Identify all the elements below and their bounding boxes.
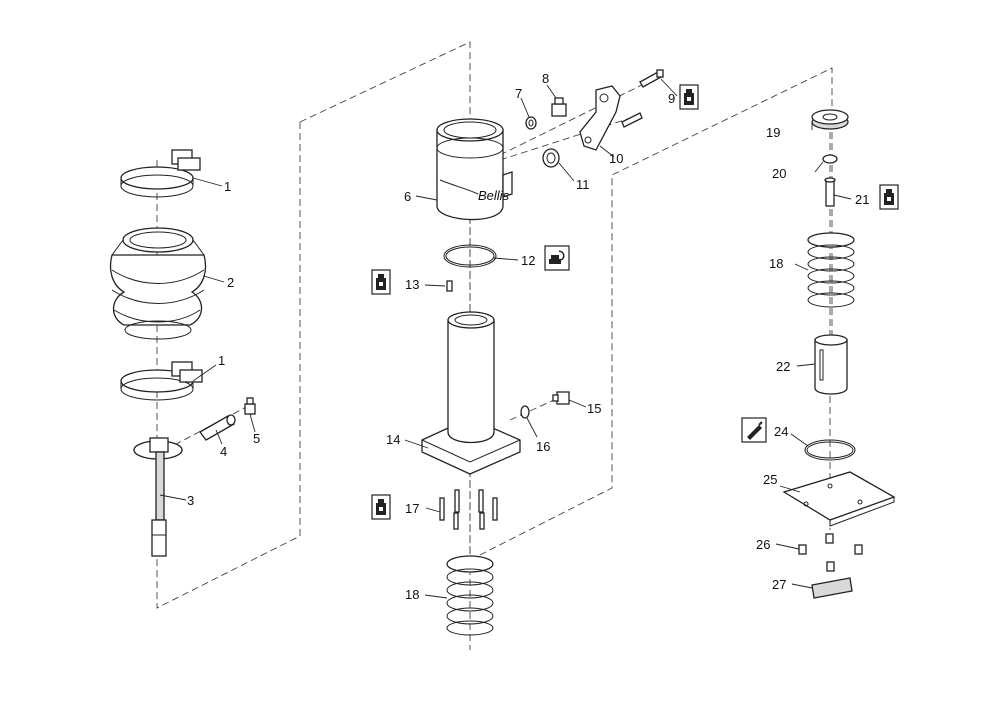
callout-9: 9: [668, 91, 675, 106]
callout-19: 19: [766, 125, 780, 140]
callout-11: 11: [576, 177, 590, 192]
part-27-pad: [811, 577, 853, 599]
part-8-bushing: [551, 97, 567, 117]
callout-26: 26: [756, 537, 770, 552]
threadlock-icon: [679, 84, 699, 110]
sealant-tube-icon: [741, 417, 767, 443]
callout-25: 25: [763, 472, 777, 487]
callout-5: 5: [253, 431, 260, 446]
assembly-frame-left: [156, 41, 471, 609]
callout-27: 27: [772, 577, 786, 592]
threadlock-icon: [879, 184, 899, 210]
part-9-bolt-top: [639, 69, 664, 88]
part-1-clamp-upper: [120, 149, 201, 198]
brand-logo: Bellis: [478, 188, 510, 203]
part-9-bolt-mid: [621, 112, 643, 128]
axis-bolt-mid: [499, 114, 641, 161]
callout-3: 3: [187, 493, 194, 508]
part-24-o-ring: [804, 439, 856, 461]
part-7-washer: [525, 116, 537, 130]
part-5-screw: [244, 397, 256, 415]
callout-2: 2: [227, 275, 234, 290]
threadlock-icon: [371, 269, 391, 295]
callout-1-upper: 1: [224, 179, 231, 194]
axis-bolt-top: [499, 75, 661, 156]
assembly-frame-right: [469, 67, 833, 561]
part-17-screws: [439, 489, 498, 530]
callout-12: 12: [521, 253, 535, 268]
callout-18-lower: 18: [405, 587, 419, 602]
part-6-housing: Bellis: [436, 118, 513, 221]
part-2-bellows: [109, 227, 207, 340]
part-25-base-plate: [782, 471, 896, 527]
callout-1-lower: 1: [218, 353, 225, 368]
part-26-screws: [798, 533, 863, 572]
part-11-nut: [542, 148, 560, 168]
callout-7: 7: [515, 86, 522, 101]
callout-24: 24: [774, 424, 788, 439]
callout-14: 14: [386, 432, 400, 447]
callout-21: 21: [855, 192, 869, 207]
callout-20: 20: [772, 166, 786, 181]
grease-icon: [544, 245, 570, 271]
part-22-sleeve: [814, 334, 848, 395]
leader-lines: [159, 78, 852, 599]
threadlock-icon: [371, 494, 391, 520]
callout-13: 13: [405, 277, 419, 292]
part-15-plug: [552, 391, 570, 405]
part-16-washer: [520, 405, 530, 419]
part-4-pin: [199, 414, 236, 441]
part-1-clamp-lower: [120, 361, 203, 401]
callout-17: 17: [405, 501, 419, 516]
part-19-cap: [811, 109, 849, 130]
part-12-o-ring: [443, 244, 497, 268]
callout-8: 8: [542, 71, 549, 86]
part-18-spring-lower: [446, 555, 494, 636]
part-20-washer: [822, 154, 838, 164]
callout-labels: 1 2 1 4 5 3 6 7 8 9 10 11 12 13 14 15 16…: [187, 71, 869, 602]
callout-10: 10: [609, 151, 623, 166]
callout-15: 15: [587, 401, 601, 416]
part-21-bolt: [824, 177, 836, 207]
callout-18-upper: 18: [769, 256, 783, 271]
callout-4: 4: [220, 444, 227, 459]
part-3-shaft: [133, 437, 183, 557]
part-18-spring-upper: [807, 232, 855, 308]
part-13-pin: [446, 280, 453, 292]
callout-6: 6: [404, 189, 411, 204]
part-10-bracket: [579, 85, 621, 151]
callout-22: 22: [776, 359, 790, 374]
callout-16: 16: [536, 439, 550, 454]
part-14-guide-cylinder: [421, 311, 521, 475]
